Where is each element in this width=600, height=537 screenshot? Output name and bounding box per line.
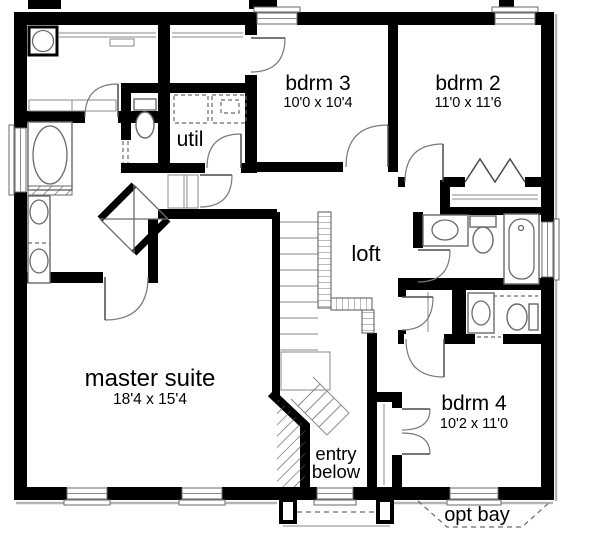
util-fixtures — [173, 94, 247, 124]
door-util — [206, 133, 242, 169]
railing-stub — [361, 309, 375, 334]
staircase — [280, 221, 350, 436]
room-label-bdrm4: bdrm 4 — [441, 392, 507, 415]
annotation-entry-below-line2: below — [312, 461, 361, 482]
room-dims-bdrm2: 11'0 x 11'6 — [434, 95, 501, 111]
labels: bdrm 3 10'0 x 10'4 bdrm 2 11'0 x 11'6 ut… — [85, 72, 510, 526]
window-entry-below — [313, 487, 357, 506]
door-bdrm2-entry — [404, 143, 444, 183]
room-label-bdrm2: bdrm 2 — [435, 72, 500, 95]
annotation-opt-bay: opt bay — [444, 504, 510, 526]
chase-box — [27, 25, 59, 57]
room-dims-bdrm3: 10'0 x 10'4 — [283, 95, 352, 111]
toilet-fixture-bdrm4-bath — [506, 303, 539, 331]
door-hall-closet — [401, 296, 434, 331]
toilet-fixture-hall-bath — [469, 215, 497, 254]
porch-pillar-left — [279, 498, 297, 524]
window-bdrm4-bottom — [446, 487, 502, 506]
room-label-loft: loft — [351, 241, 380, 266]
stair-landing — [280, 351, 331, 391]
window-hall-bath-right — [541, 218, 560, 281]
window-bdrm2-top — [491, 6, 539, 25]
vanity-fixture-hall-bath — [422, 214, 469, 247]
room-label-master: master suite — [85, 365, 216, 392]
window-master-bath-left — [8, 124, 27, 196]
door-bdrm4-entry — [405, 338, 445, 378]
railing-vertical — [317, 211, 332, 309]
window-master-left-2 — [178, 487, 226, 506]
door-bdrm3-closet — [250, 37, 286, 73]
stair-railings — [317, 211, 375, 334]
room-label-util: util — [177, 128, 204, 151]
door-bdrm4-closet-double — [401, 408, 431, 455]
roof-marks — [28, 0, 514, 9]
porch-pillar-right — [376, 498, 394, 524]
dryer-outline — [211, 94, 247, 124]
entry-porch — [279, 498, 394, 524]
corner-shower-fixture — [97, 182, 171, 256]
room-dims-bdrm4: 10'2 x 11'0 — [440, 416, 508, 432]
hall-bath-fixtures — [422, 213, 540, 285]
bdrm4-bath-fixtures — [467, 292, 539, 338]
annotation-entry-below-line1: entry — [315, 443, 357, 464]
room-label-bdrm3: bdrm 3 — [285, 72, 350, 95]
room-dims-master: 18'4 x 15'4 — [113, 391, 187, 408]
railing-horizontal — [330, 297, 373, 311]
vanity-fixture-bdrm4-bath — [467, 292, 495, 334]
bathtub-fixture — [27, 121, 73, 196]
door-linen — [199, 174, 233, 208]
door-hall-bath — [417, 249, 451, 283]
toilet-fixture-master — [122, 98, 157, 163]
double-vanity-fixture — [27, 195, 51, 284]
doors — [84, 37, 526, 455]
windows — [8, 6, 560, 506]
bifold-door-bdrm2-closet — [464, 157, 526, 184]
open-below-hatch — [277, 398, 305, 487]
window-bdrm3-top — [253, 6, 301, 25]
door-bdrm3-entry — [345, 124, 389, 168]
bathtub-fixture-hall-bath — [503, 213, 540, 285]
washer-outline — [173, 94, 209, 124]
master-bath-fixtures — [27, 98, 171, 284]
door-master-entry — [104, 276, 149, 321]
closet-shelving — [27, 25, 538, 485]
interior-walls — [27, 25, 541, 487]
window-master-left-1 — [63, 487, 111, 506]
opt-bay-outline — [417, 500, 552, 528]
door-master-closet — [84, 83, 119, 118]
